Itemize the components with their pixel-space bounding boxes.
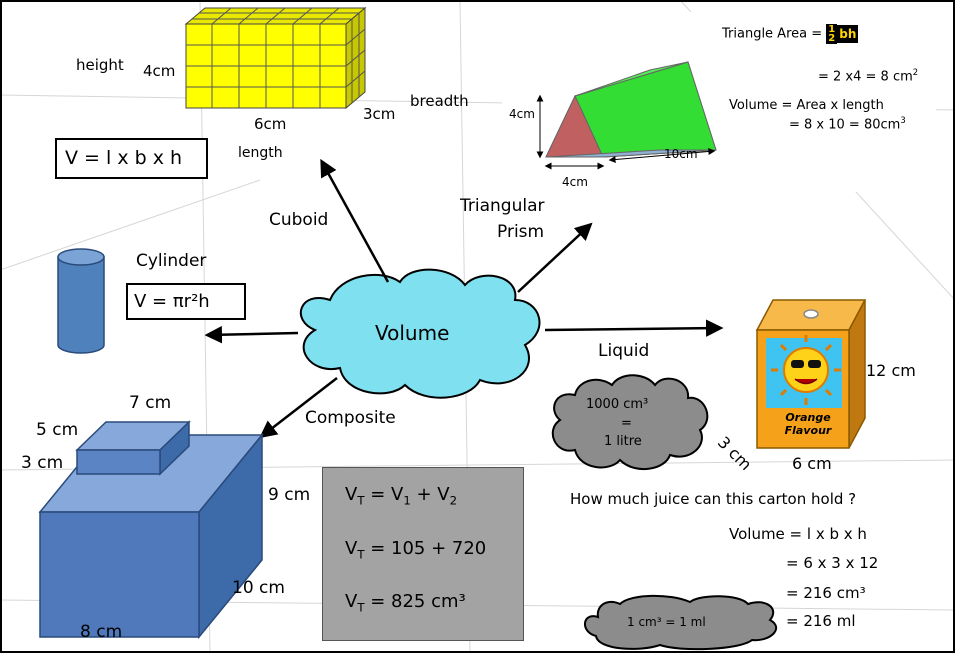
cuboid-formula: V = l x b x h bbox=[65, 147, 183, 169]
cuboid-branch-label: Cuboid bbox=[269, 210, 329, 230]
composite-branch-label: Composite bbox=[305, 408, 396, 428]
cuboid-breadth-word: breadth bbox=[410, 92, 469, 110]
composite-shape bbox=[38, 420, 264, 640]
juice-calc-line1: Volume = l x b x h bbox=[729, 525, 867, 543]
liquid-branch-label: Liquid bbox=[598, 341, 650, 361]
prism-shape bbox=[536, 61, 717, 170]
prism-branch-label-1: Triangular bbox=[460, 196, 545, 216]
prism-volume-line2: = 8 x 10 = 80cm3 bbox=[789, 115, 906, 133]
carton-width-value: 6 cm bbox=[792, 454, 832, 473]
carton-height-value: 12 cm bbox=[866, 361, 916, 380]
juice-question: How much juice can this carton hold ? bbox=[570, 490, 857, 508]
composite-top-depth: 5 cm bbox=[36, 420, 79, 440]
prism-length-value: 10cm bbox=[664, 147, 698, 161]
litre-cloud-line1: 1000 cm³ bbox=[586, 397, 649, 412]
cuboid-formula-box: V = l x b x h bbox=[55, 138, 208, 179]
prism-volume-line1: Volume = Area x length bbox=[729, 98, 884, 113]
prism-height-value: 4cm bbox=[509, 107, 535, 121]
juice-calc-line3: = 216 cm³ bbox=[786, 584, 866, 602]
cylinder-formula-box: V = πr²h bbox=[126, 283, 246, 320]
composite-bottom-width: 8 cm bbox=[80, 622, 123, 642]
cylinder-formula: V = πr²h bbox=[134, 291, 210, 312]
prism-base-value: 4cm bbox=[562, 175, 588, 189]
composite-top-width: 7 cm bbox=[129, 393, 172, 413]
carton-shape bbox=[755, 299, 867, 449]
composite-line3: VT = 825 cm³ bbox=[345, 591, 466, 615]
composite-top-height: 3 cm bbox=[21, 453, 64, 473]
cuboid-height-value: 4cm bbox=[143, 62, 176, 80]
litre-cloud bbox=[551, 374, 709, 471]
volume-cloud bbox=[299, 268, 541, 399]
sun-icon bbox=[771, 335, 841, 405]
cuboid-height-word: height bbox=[76, 56, 124, 74]
cuboid-shape bbox=[184, 6, 367, 110]
composite-bottom-height: 9 cm bbox=[268, 485, 311, 505]
prism-branch-label-2: Prism bbox=[497, 222, 545, 242]
branch-arrows bbox=[204, 158, 724, 439]
cuboid-length-value: 6cm bbox=[254, 115, 287, 133]
cylinder-shape bbox=[57, 248, 105, 354]
cuboid-length-word: length bbox=[238, 145, 283, 161]
cuboid-breadth-value: 3cm bbox=[363, 105, 396, 123]
ml-cloud-text: 1 cm³ = 1 ml bbox=[627, 615, 706, 629]
composite-formula-box: VT = V1 + V2 VT = 105 + 720 VT = 825 cm³ bbox=[322, 467, 524, 641]
litre-cloud-line2: = bbox=[621, 416, 632, 431]
composite-bottom-depth: 10 cm bbox=[232, 578, 285, 598]
juice-calc-line4: = 216 ml bbox=[786, 612, 856, 630]
center-label: Volume bbox=[375, 321, 450, 345]
ml-cloud bbox=[584, 594, 778, 651]
cylinder-name: Cylinder bbox=[136, 251, 207, 271]
composite-line2: VT = 105 + 720 bbox=[345, 538, 487, 562]
triangle-area-calc: = 2 x4 = 8 cm2 bbox=[818, 67, 919, 85]
carton-text: Orange Flavour bbox=[784, 411, 832, 437]
litre-cloud-line3: 1 litre bbox=[604, 434, 642, 449]
composite-line1: VT = V1 + V2 bbox=[345, 484, 458, 508]
juice-calc-line2: = 6 x 3 x 12 bbox=[786, 554, 879, 572]
